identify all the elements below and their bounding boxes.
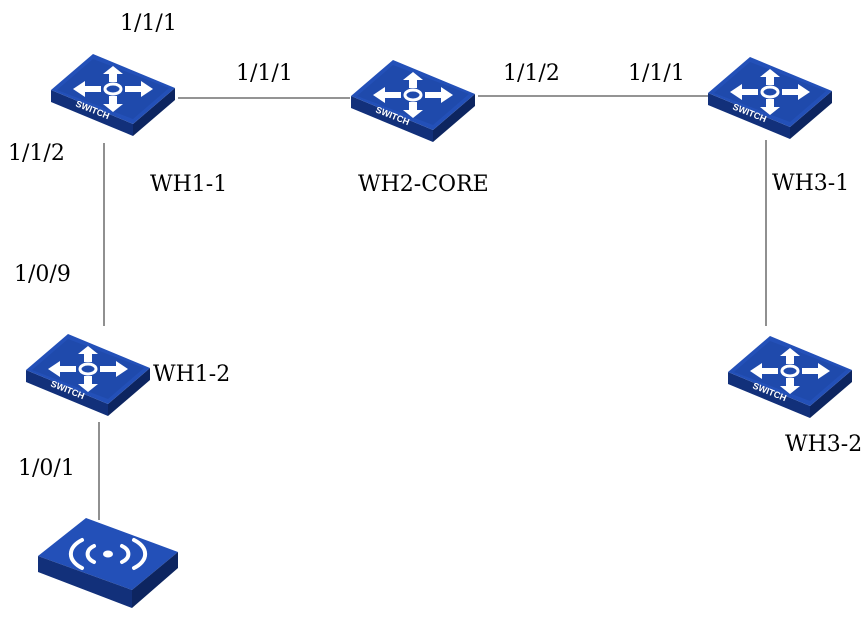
port-label-wh2-right: 1/1/2 <box>503 61 560 86</box>
arrows-icon <box>73 66 153 112</box>
arrows-icon <box>750 348 830 394</box>
port-label-wh1-2-up: 1/0/9 <box>14 262 71 287</box>
port-label-wh3-1-left: 1/1/1 <box>628 61 685 86</box>
switch-wh3-1[interactable]: SWITCH <box>708 57 832 139</box>
switch-icon: SWITCH <box>51 54 175 136</box>
port-label-wh2-left: 1/1/1 <box>236 61 293 86</box>
links <box>98 95 767 520</box>
switch-icon: SWITCH <box>728 336 852 418</box>
switch-icon: SWITCH <box>351 60 475 142</box>
port-label-wh1-2-down: 1/0/1 <box>18 456 75 481</box>
device-label-wh1-2: WH1-2 <box>153 362 230 387</box>
device-label-wh3-1: WH3-1 <box>772 171 849 196</box>
switch-wh3-2[interactable]: SWITCH <box>728 336 852 418</box>
device-label-wh2-core: WH2-CORE <box>358 172 489 197</box>
switch-icon: SWITCH <box>26 334 150 416</box>
device-label-wh1-1: WH1-1 <box>150 172 227 197</box>
arrows-icon <box>730 69 810 115</box>
arrows-icon <box>373 72 453 118</box>
port-label-wh1-1-top: 1/1/1 <box>120 11 177 36</box>
switch-icon: SWITCH <box>708 57 832 139</box>
switch-wh1-1[interactable]: SWITCH <box>51 54 175 136</box>
switch-wh2-core[interactable]: SWITCH <box>351 60 475 142</box>
switch-wh1-2[interactable]: SWITCH <box>26 334 150 416</box>
port-label-wh1-1-down: 1/1/2 <box>8 141 65 166</box>
wireless-ap-icon <box>38 518 178 608</box>
device-label-wh3-2: WH3-2 <box>785 432 861 457</box>
arrows-icon <box>48 346 128 392</box>
access-point[interactable] <box>38 518 178 608</box>
